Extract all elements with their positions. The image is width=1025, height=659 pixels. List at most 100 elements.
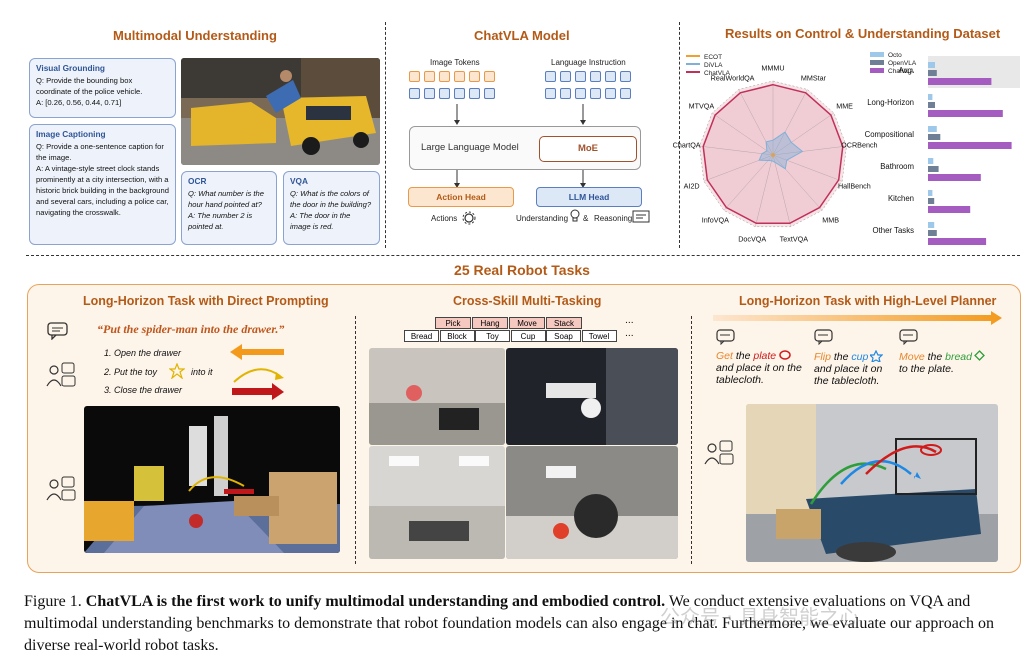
step-2: 2. Put the toy xyxy=(104,367,158,377)
radar-legend-item: ECOT xyxy=(686,54,722,61)
vqa-title: VQA xyxy=(290,176,308,186)
radar-legend-item: ChatVLA xyxy=(686,70,730,77)
language-token xyxy=(575,71,586,82)
robot-photo-1 xyxy=(369,348,505,445)
radar-axis-label: MMStar xyxy=(800,73,826,83)
language-instruction-label: Language Instruction xyxy=(551,58,626,67)
planner-task-photo xyxy=(746,404,998,562)
skill-chip: Hang xyxy=(472,317,508,329)
caption-bold: ChatVLA is the first work to unify multi… xyxy=(85,593,666,610)
step-2-suffix: into it xyxy=(191,367,213,377)
radar-chart xyxy=(699,80,847,228)
vqa-answer: A: The door in the image is red. xyxy=(290,211,351,231)
bar-chatvla xyxy=(928,110,1003,117)
command-3-object: bread xyxy=(945,351,972,363)
step-arrows xyxy=(230,344,284,400)
divider-1 xyxy=(385,22,386,248)
robot-tasks-title: 25 Real Robot Tasks xyxy=(454,262,590,278)
radar-axis-label: MMMU xyxy=(761,63,785,73)
image-tokens-label: Image Tokens xyxy=(430,58,480,67)
image-token xyxy=(424,71,435,82)
language-token xyxy=(620,88,631,99)
command-3-verb: Move xyxy=(899,351,925,363)
legend-label: DiVLA xyxy=(704,62,723,69)
command-1-rest: and place it on the tablecloth. xyxy=(716,362,802,386)
radar-axis-label: AI2D xyxy=(683,181,700,191)
divider-2 xyxy=(679,22,680,248)
visual-grounding-answer: A: [0.26, 0.56, 0.44, 0.71] xyxy=(36,98,122,107)
skill-chip: Move xyxy=(509,317,545,329)
robot-photo-2 xyxy=(506,348,678,445)
radar-series-ecot xyxy=(770,152,776,157)
radar-spoke xyxy=(711,112,774,156)
image-token xyxy=(409,71,420,82)
radar-axis-label: MME xyxy=(836,101,853,111)
long-horizon-title: Long-Horizon Task with Direct Prompting xyxy=(83,294,329,308)
radar-spoke xyxy=(723,154,774,211)
object-chip: Cup xyxy=(510,330,546,342)
caption-label: Figure 1. xyxy=(24,593,82,610)
bar-octo xyxy=(928,190,933,196)
command-3-rest: to the plate. xyxy=(899,363,954,375)
bar-openvla xyxy=(928,102,935,108)
radar-axis-label: OCRBench xyxy=(841,140,878,149)
ocr-box: OCR Q: What number is the hour hand poin… xyxy=(181,171,277,245)
command-1-object: plate xyxy=(753,350,777,362)
step-1: 1. Open the drawer xyxy=(104,348,182,358)
legend-swatch xyxy=(870,68,884,73)
image-token-alt xyxy=(469,88,480,99)
chat-bubble-icon-1 xyxy=(716,329,735,345)
skills-ellipsis: ... xyxy=(625,316,634,326)
bar-legend-item: Octo xyxy=(870,52,902,59)
robot-divider-2 xyxy=(691,316,692,564)
language-token xyxy=(545,88,556,99)
planner-agent-icon xyxy=(46,362,76,387)
robot-divider-1 xyxy=(355,316,356,564)
radar-axis-label: ChartQA xyxy=(672,140,701,149)
language-token xyxy=(590,71,601,82)
visual-grounding-box: Visual Grounding Q: Provide the bounding… xyxy=(29,58,176,118)
gear-icon xyxy=(462,211,476,225)
legend-label: Octo xyxy=(888,52,902,59)
bar-legend-item: OpenVLA xyxy=(870,60,916,67)
bar-category-label: Long-Horizon xyxy=(867,98,914,107)
image-captioning-answer: A: A vintage-style street clock stands p… xyxy=(36,164,169,217)
street-photo xyxy=(181,58,380,165)
radar-spoke xyxy=(772,154,843,182)
green-diamond-icon xyxy=(974,350,985,361)
ocr-answer: A: The number 2 is pointed at. xyxy=(188,211,253,231)
planner-agent-icon-2 xyxy=(46,476,76,501)
command-2-the: the xyxy=(830,351,852,363)
planner-agent-icon-3 xyxy=(704,440,734,465)
cross-skill-title: Cross-Skill Multi-Tasking xyxy=(453,294,602,308)
image-captioning-question: Q: Provide a one-sentence caption for th… xyxy=(36,142,164,162)
command-3-the: the xyxy=(924,351,946,363)
results-title: Results on Control & Understanding Datas… xyxy=(725,26,1001,41)
object-chip: Bread xyxy=(404,330,439,342)
action-head-block: Action Head xyxy=(408,187,514,207)
radar-spoke xyxy=(738,89,774,156)
chat-bubble-icon xyxy=(47,322,68,340)
command-2-object: cup xyxy=(851,351,869,363)
radar-axis-label: HallBench xyxy=(837,181,871,191)
objects-ellipsis: ... xyxy=(625,329,634,339)
multimodal-understanding-title: Multimodal Understanding xyxy=(113,28,277,43)
radar-spoke xyxy=(699,145,774,156)
bar-chatvla xyxy=(928,78,992,85)
figure-caption: Figure 1. ChatVLA is the first work to u… xyxy=(24,591,1014,657)
language-token xyxy=(560,88,571,99)
bar-octo xyxy=(928,222,935,228)
image-token-alt xyxy=(454,88,465,99)
chat-bubble-icon-2 xyxy=(814,329,833,345)
actions-label: Actions xyxy=(431,214,458,223)
radar-axis-label: MMB xyxy=(822,215,840,225)
radar-axis-label: MTVQA xyxy=(688,101,715,111)
board-icon xyxy=(632,210,650,223)
bar-openvla xyxy=(928,230,937,236)
robot-photo-4 xyxy=(506,446,678,559)
ocr-question: Q: What number is the hour hand pointed … xyxy=(188,189,264,209)
radar-spoke xyxy=(772,154,791,227)
legend-swatch xyxy=(870,60,884,65)
divider-horizontal xyxy=(26,255,1020,256)
